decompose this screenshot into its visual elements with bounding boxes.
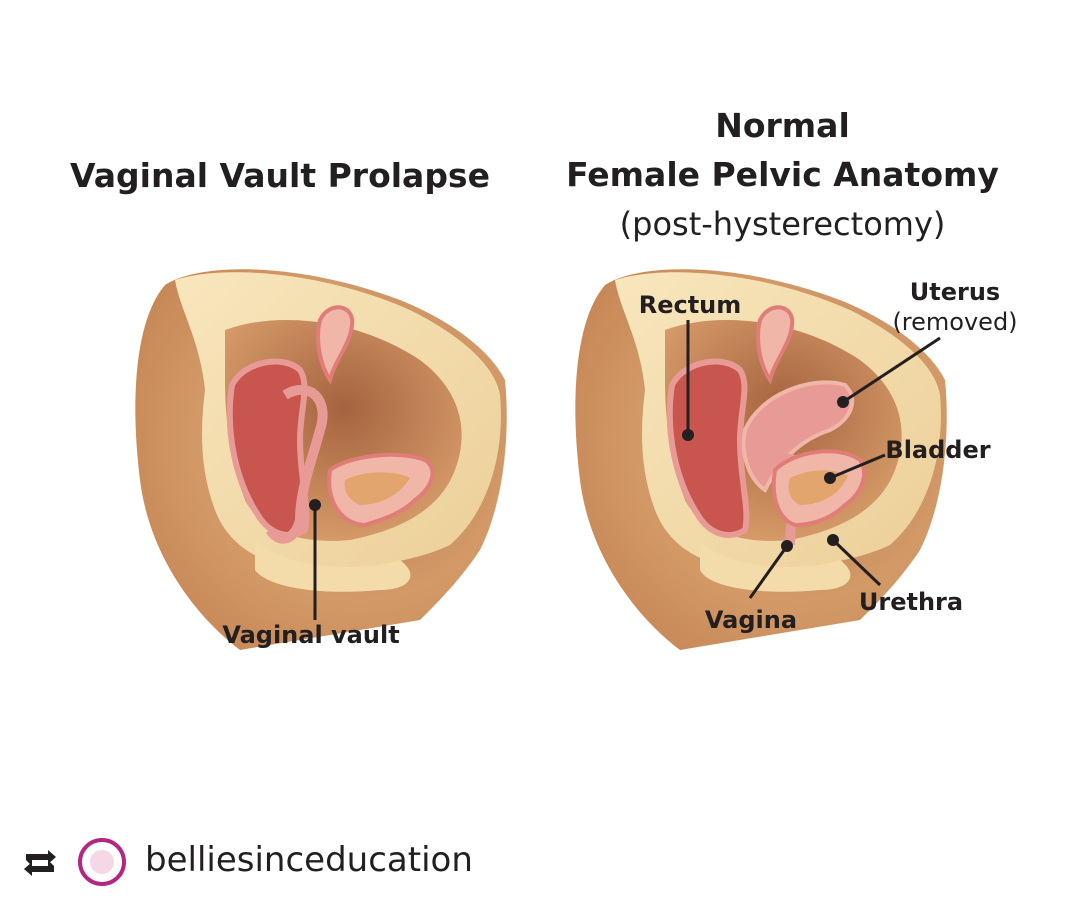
username-link[interactable]: belliesinceducation [145,840,473,880]
label-rectum: Rectum [639,291,742,319]
label-bladder: Bladder [885,436,990,464]
avatar-logo [90,850,114,874]
label-uterus: Uterus [910,278,1000,306]
right-diagram-subtitle: (post-hysterectomy) [619,205,946,243]
label-vagina: Vagina [705,606,797,634]
profile-avatar-icon[interactable] [78,838,126,886]
left-diagram-title: Vaginal Vault Prolapse [70,156,490,195]
label-uterus-note: (removed) [892,308,1017,336]
right-diagram-title-line2: Female Pelvic Anatomy [566,155,999,194]
label-vaginal-vault: Vaginal vault [222,621,399,649]
right-diagram-title-line1: Normal [715,106,850,145]
left-pelvis-illustration: Vaginal vault [135,269,507,650]
right-pelvis-illustration: Rectum Uterus (removed) Bladder Vagina U… [575,269,1018,650]
label-urethra: Urethra [859,588,963,616]
repost-icon[interactable] [18,846,62,880]
